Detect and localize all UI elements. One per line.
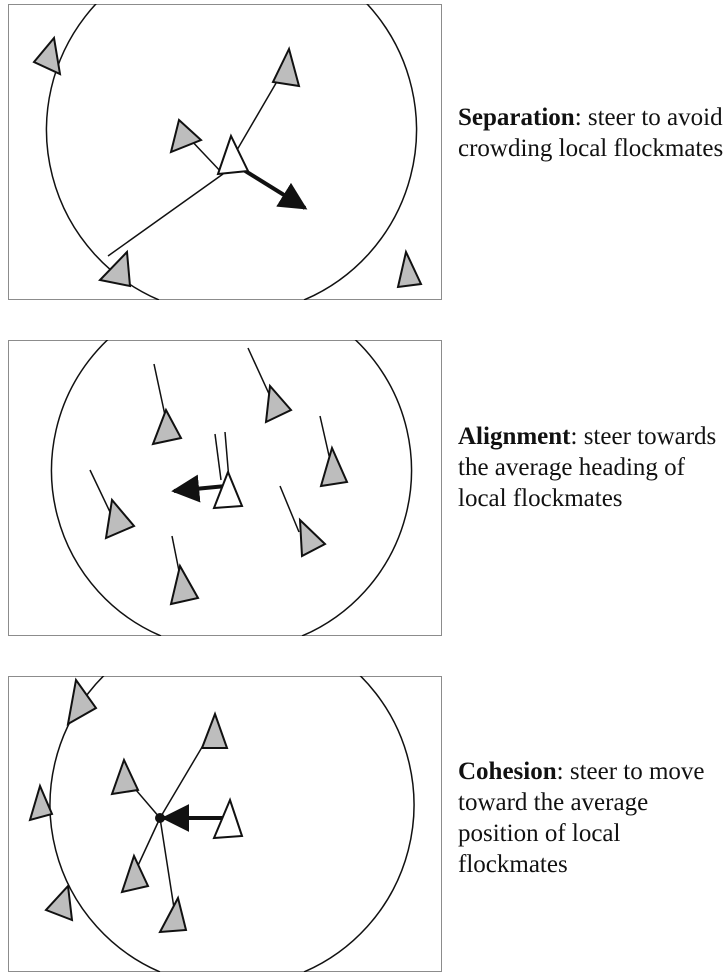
boid — [319, 445, 349, 488]
alignment-description: : steer towards the average heading of l… — [458, 423, 717, 512]
boid — [120, 853, 150, 894]
alignment-diagram-svg — [8, 340, 442, 636]
cohesion-term: Cohesion — [458, 758, 557, 785]
boid — [169, 563, 200, 606]
separation-description: : steer to avoid crowding local flockmat… — [458, 104, 724, 162]
neighbor-link — [107, 173, 224, 257]
heading-line — [153, 363, 167, 421]
boid — [271, 46, 301, 88]
alignment-diagram — [8, 340, 442, 636]
heading-line — [279, 485, 300, 533]
separation-diagram-svg — [8, 4, 442, 300]
neighbor-link — [159, 817, 175, 909]
separation-diagram — [8, 4, 442, 300]
focus-boid — [212, 797, 244, 840]
boid — [200, 711, 229, 749]
boid — [151, 407, 183, 446]
heading-line — [89, 469, 111, 513]
cohesion-description: : steer to move toward the average posit… — [458, 758, 705, 878]
neighbor-link — [134, 817, 161, 873]
centroid-point — [155, 813, 165, 823]
boid — [298, 517, 327, 558]
separation-caption: Separation: steer to avoid crowding loca… — [458, 102, 725, 164]
cohesion-diagram-svg — [8, 676, 442, 972]
alignment-caption: Alignment: steer towards the average hea… — [458, 421, 725, 514]
heading-line — [247, 347, 271, 397]
steer-vector — [171, 474, 227, 503]
alignment-term: Alignment — [458, 423, 571, 450]
heading-line — [214, 433, 222, 481]
boid — [264, 383, 293, 424]
cohesion-caption: Cohesion: steer to move toward the avera… — [458, 756, 725, 880]
neighborhood-circle — [49, 676, 415, 972]
neighborhood-circle — [50, 340, 413, 636]
boid — [169, 118, 203, 154]
heading-line — [319, 415, 331, 461]
boid — [396, 248, 423, 289]
focus-boid — [212, 469, 244, 510]
focus-boid — [216, 133, 250, 176]
boid — [110, 757, 140, 796]
cohesion-diagram — [8, 676, 442, 972]
boid — [44, 883, 74, 922]
boid — [98, 249, 132, 288]
boid — [158, 895, 188, 934]
boid — [104, 497, 136, 540]
boid — [28, 783, 54, 822]
boid — [32, 35, 62, 76]
neighborhood-circle — [45, 4, 418, 300]
boid — [66, 677, 98, 726]
separation-term: Separation — [458, 104, 575, 131]
